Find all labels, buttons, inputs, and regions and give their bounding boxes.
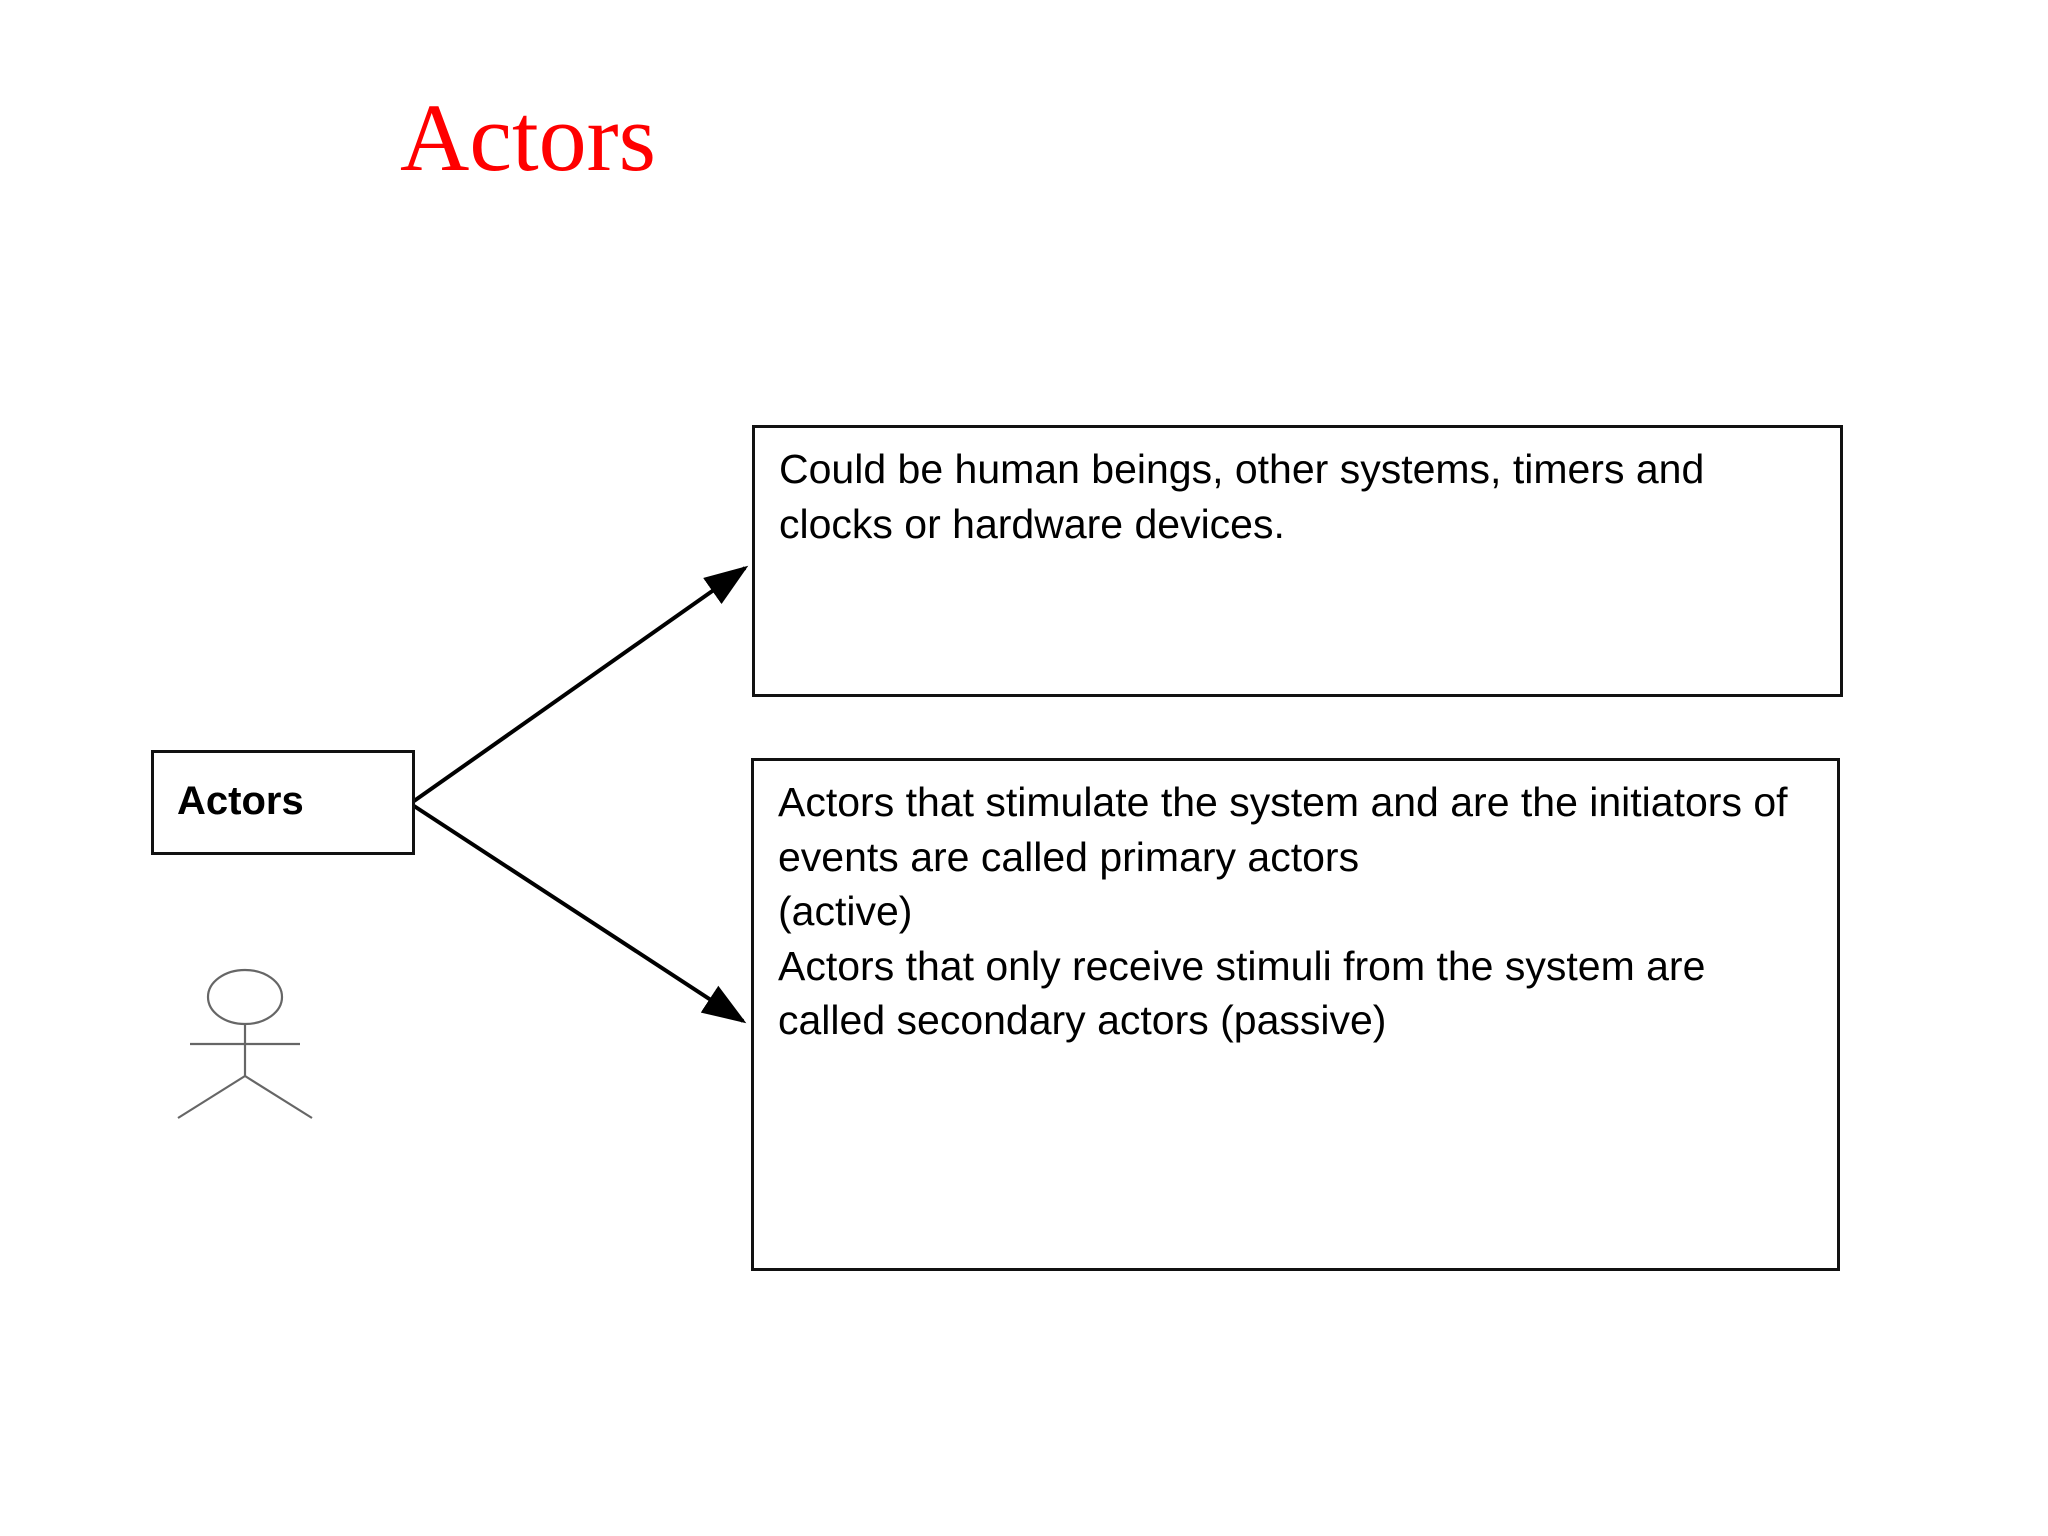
description-text-classification: Actors that stimulate the system and are…: [778, 779, 1788, 1044]
actors-node-label: Actors: [177, 779, 304, 823]
actor-leg-right: [244, 1075, 313, 1119]
connector-lower: [412, 804, 747, 1024]
description-box-classification: Actors that stimulate the system and are…: [751, 758, 1840, 1271]
connector-upper: [412, 565, 749, 803]
uml-actor-stick-figure-icon: [177, 968, 313, 1119]
actor-head: [206, 968, 284, 1026]
description-box-definition: Could be human beings, other systems, ti…: [752, 425, 1843, 697]
actor-leg-left: [177, 1075, 246, 1119]
page-title: Actors: [400, 84, 656, 191]
description-text-definition: Could be human beings, other systems, ti…: [779, 446, 1705, 547]
actors-node-box[interactable]: Actors: [151, 750, 415, 855]
